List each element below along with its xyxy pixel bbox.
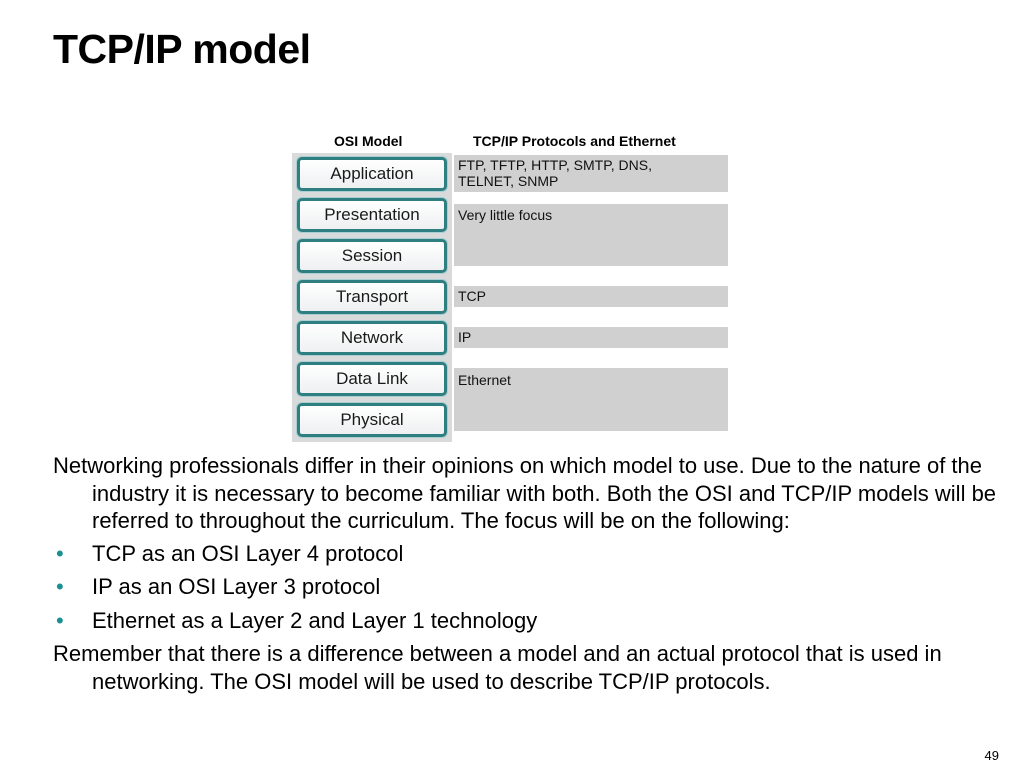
protocol-link-physical-text: Ethernet (458, 372, 511, 388)
protocol-transport-box: TCP (454, 286, 728, 307)
layer-application: Application (297, 157, 447, 191)
protocol-application-box: FTP, TFTP, HTTP, SMTP, DNS, TELNET, SNMP (454, 155, 728, 192)
intro-paragraph: Networking professionals differ in their… (53, 453, 997, 533)
osi-tcpip-diagram: OSI Model TCP/IP Protocols and Ethernet … (292, 133, 728, 442)
layer-transport: Transport (297, 280, 447, 314)
osi-model-header: OSI Model (334, 133, 403, 149)
bullet-text: IP as an OSI Layer 3 protocol (92, 574, 381, 599)
bullet-text: TCP as an OSI Layer 4 protocol (92, 540, 404, 566)
protocol-transport-text: TCP (458, 288, 486, 304)
bullet-item: • TCP as an OSI Layer 4 protocol (53, 540, 998, 568)
bullet-text: Ethernet as a Layer 2 and Layer 1 techno… (92, 607, 538, 633)
closing-paragraph: Remember that there is a difference betw… (53, 641, 942, 694)
bullet-item: • Ethernet as a Layer 2 and Layer 1 tech… (53, 607, 998, 635)
layer-network: Network (297, 321, 447, 355)
layer-physical: Physical (297, 403, 447, 437)
protocol-upper-layers-box: Very little focus (454, 204, 728, 266)
page-number: 49 (984, 748, 999, 763)
protocol-application-line2: TELNET, SNMP (458, 173, 559, 189)
protocol-network-box: IP (454, 327, 728, 348)
layer-presentation: Presentation (297, 198, 447, 232)
protocol-upper-layers-text: Very little focus (458, 207, 553, 223)
layer-session: Session (297, 239, 447, 273)
bullet-item: • IP as an OSI Layer 3 protocol (53, 573, 998, 601)
tcpip-protocols-header: TCP/IP Protocols and Ethernet (473, 133, 676, 149)
slide-title: TCP/IP model (53, 26, 311, 72)
bullet-dot-icon: • (56, 574, 64, 599)
slide-body: Networking professionals differ in their… (53, 452, 998, 700)
protocol-application-line1: FTP, TFTP, HTTP, SMTP, DNS, (458, 157, 652, 173)
bullet-dot-icon: • (56, 540, 64, 566)
bullet-dot-icon: • (56, 607, 64, 633)
protocol-link-physical-box: Ethernet (454, 368, 728, 431)
layer-data-link: Data Link (297, 362, 447, 396)
protocol-network-text: IP (458, 329, 472, 345)
